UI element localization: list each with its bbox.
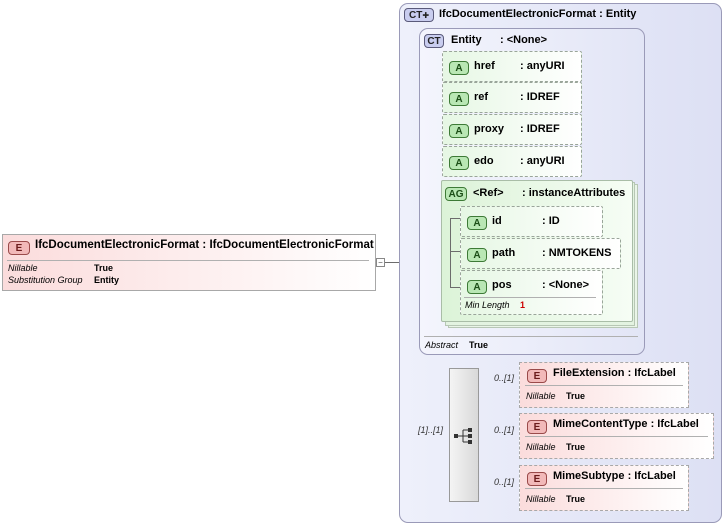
separator [464, 297, 596, 298]
sequence-icon [454, 428, 472, 444]
attribute-type: : anyURI [520, 60, 565, 72]
sequence-compositor[interactable] [449, 368, 479, 502]
nillable-label: Nillable [526, 391, 556, 401]
attribute-group-type: : instanceAttributes [522, 187, 626, 199]
separator [525, 385, 683, 386]
nillable-value: True [566, 442, 586, 452]
attribute-name: edo [474, 155, 494, 167]
attribute-id[interactable]: A id : ID [460, 206, 603, 237]
sequence-multiplicity: [1]..[1] [418, 425, 444, 435]
child-multiplicity: 0..[1] [494, 373, 515, 383]
connector-ag-pos [450, 287, 460, 288]
separator [525, 488, 683, 489]
min-length-value: 1 [520, 300, 526, 310]
element-fileextension[interactable]: E FileExtension : IfcLabel Nillable True [519, 362, 689, 408]
attribute-name: ref [474, 91, 489, 103]
complex-type-icon: CT✚ [404, 8, 434, 22]
prop-substitution-value: Entity [94, 275, 120, 285]
element-mimecontenttype[interactable]: E MimeContentType : IfcLabel Nillable Tr… [519, 413, 714, 459]
base-type-icon: CT [424, 34, 444, 48]
attribute-name: proxy [474, 123, 504, 135]
abstract-value: True [469, 340, 489, 350]
attribute-type: : IDREF [520, 91, 560, 103]
separator [424, 336, 638, 337]
attribute-type: : NMTOKENS [542, 247, 612, 259]
attribute-href[interactable]: A href : anyURI [442, 51, 582, 82]
prop-substitution-label: Substitution Group [8, 275, 83, 285]
element-icon: E [8, 241, 30, 255]
attribute-icon: A [449, 156, 469, 170]
attribute-icon: A [467, 248, 487, 262]
base-type-type: : <None> [500, 34, 548, 46]
connector-ag-id [450, 218, 460, 219]
abstract-label: Abstract [425, 340, 459, 350]
element-icon: E [527, 420, 547, 434]
child-multiplicity: 0..[1] [494, 425, 515, 435]
nillable-label: Nillable [526, 442, 556, 452]
attribute-path[interactable]: A path : NMTOKENS [460, 238, 621, 269]
attribute-icon: A [467, 280, 487, 294]
prop-nillable-label: Nillable [8, 263, 38, 273]
attribute-icon: A [449, 92, 469, 106]
nillable-label: Nillable [526, 494, 556, 504]
element-title: MimeContentType : IfcLabel [553, 418, 699, 430]
separator [7, 260, 369, 261]
attribute-icon: A [467, 216, 487, 230]
attribute-ref[interactable]: A ref : IDREF [442, 82, 582, 113]
plus-icon: ✚ [422, 11, 430, 20]
attribute-name: href [474, 60, 495, 72]
base-type-name: Entity [451, 34, 482, 46]
connector-root [376, 262, 409, 263]
attribute-name: pos [492, 279, 512, 291]
attribute-type: : IDREF [520, 123, 560, 135]
attribute-type: : ID [542, 215, 560, 227]
attribute-edo[interactable]: A edo : anyURI [442, 146, 582, 177]
attribute-name: path [492, 247, 516, 259]
attribute-icon: A [449, 61, 469, 75]
complex-type-title: IfcDocumentElectronicFormat : Entity [439, 8, 637, 20]
prop-nillable-value: True [94, 263, 114, 273]
element-title: MimeSubtype : IfcLabel [553, 470, 676, 482]
element-mimesubtype[interactable]: E MimeSubtype : IfcLabel Nillable True [519, 465, 689, 511]
root-element-title: IfcDocumentElectronicFormat : IfcDocumen… [35, 239, 374, 251]
min-length-label: Min Length [465, 300, 510, 310]
nillable-value: True [566, 494, 586, 504]
attribute-group-icon: AG [445, 187, 467, 201]
attribute-group-name: <Ref> [473, 187, 504, 199]
complex-type-badge-text: CT [408, 10, 423, 21]
connector-ag-vertical [450, 218, 451, 288]
element-icon: E [527, 472, 547, 486]
connector-ag-path [450, 251, 460, 252]
element-title: FileExtension : IfcLabel [553, 367, 676, 379]
separator [525, 436, 708, 437]
attribute-pos[interactable]: A pos : <None> Min Length 1 [460, 270, 603, 315]
attribute-type: : <None> [542, 279, 590, 291]
root-element[interactable]: E IfcDocumentElectronicFormat : IfcDocum… [2, 234, 376, 291]
attribute-proxy[interactable]: A proxy : IDREF [442, 114, 582, 145]
child-multiplicity: 0..[1] [494, 477, 515, 487]
attribute-icon: A [449, 124, 469, 138]
collapse-toggle[interactable]: − [376, 258, 385, 267]
nillable-value: True [566, 391, 586, 401]
attribute-name: id [492, 215, 502, 227]
element-icon: E [527, 369, 547, 383]
attribute-type: : anyURI [520, 155, 565, 167]
